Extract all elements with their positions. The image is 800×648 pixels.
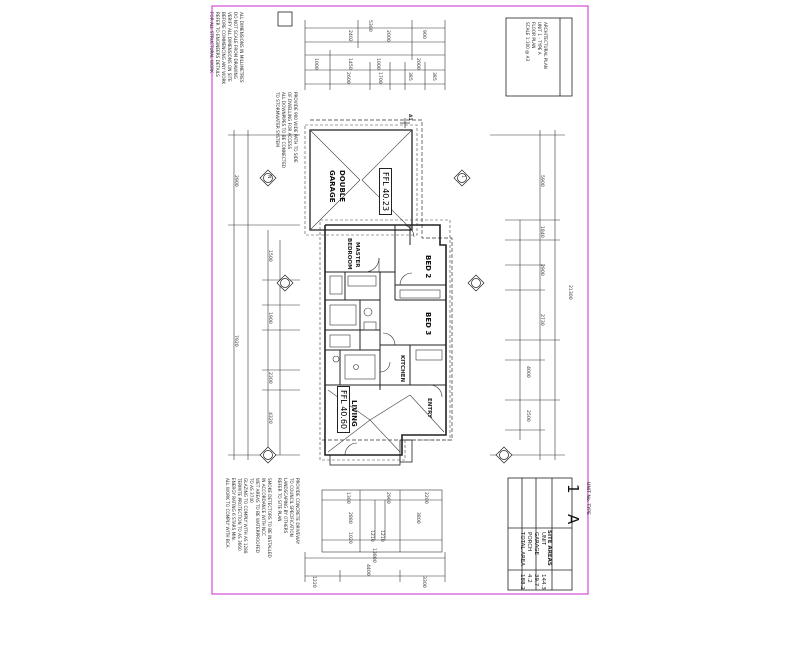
a1-marker — [400, 118, 410, 128]
schedule-row-total-value: 188.2 — [519, 574, 525, 590]
bottom-dim-row3-b: 1210 — [369, 530, 374, 542]
schedule-row-total-label: TOTAL AREA — [519, 532, 525, 567]
notes-top-left: ALL DIMENSIONS IN MILLIMETRES DO NOT SCA… — [209, 12, 244, 85]
marker-left-bottom — [259, 446, 277, 464]
north-point-label: N — [266, 175, 271, 179]
right-dim-d: 2730 — [539, 314, 544, 326]
marker-right-mid — [467, 274, 485, 292]
schedule-row-porch-value: 4.2 — [526, 574, 532, 583]
notes-bottom-left: SMOKE DETECTORS TO BE INSTALLED IN ACCOR… — [225, 478, 272, 558]
notes-bottom-center: PROVIDE CONCRETE DRIVEWAY TO COUNCIL SPE… — [277, 478, 300, 545]
garage-dashed-eave — [304, 124, 418, 236]
area-schedule-frame — [507, 477, 573, 591]
top-total-dimension: 5300 — [367, 20, 372, 32]
marker-right-bottom — [495, 446, 513, 464]
room-label-bed3: BED 3 — [424, 312, 432, 336]
bottom-outer-a: 1220 — [311, 576, 316, 588]
right-dim-c: 2900 — [539, 264, 544, 276]
schedule-row-garage-label: GARAGE — [533, 532, 539, 556]
top-dim-row2-b: 1450 — [347, 58, 352, 70]
bottom-dim-row2-a: 2880 — [347, 512, 352, 524]
left-dim-e: 2300 — [267, 372, 272, 384]
room-label-bed2: BED 2 — [424, 255, 432, 279]
notes-frame-top — [277, 11, 293, 27]
left-dim-d: 1900 — [267, 312, 272, 324]
right-dim-e: 4000 — [525, 366, 530, 378]
property-boundary — [310, 119, 453, 441]
left-dim-b: 7920 — [233, 335, 238, 347]
bottom-dim-row3-c: 1210 — [379, 530, 384, 542]
room-label-living: LIVING — [350, 400, 358, 427]
room-label-garage-line1: DOUBLE — [338, 170, 346, 203]
notes-top-center: PROVIDE 900 WIDE PATH TO SIDE OF DWELLIN… — [275, 92, 298, 169]
bottom-outer-b: 4400 — [365, 564, 370, 576]
schedule-row-porch-label: PORCH — [526, 532, 532, 552]
marker-right-top — [453, 169, 471, 187]
bottom-dim-row2-b: 3800 — [415, 512, 420, 524]
top-dim-row2-d: 2000 — [415, 58, 420, 70]
left-dim-f: 4320 — [267, 412, 272, 424]
top-dim-row3-c: 385 — [407, 72, 412, 81]
top-dim-row3-b: 1700 — [377, 72, 382, 84]
title-block-frame — [505, 17, 573, 97]
garage-roof-lines — [309, 129, 413, 231]
living-roof-lines — [327, 389, 445, 453]
right-dim-f: 2500 — [525, 410, 530, 422]
right-dim-b: 1840 — [539, 226, 544, 238]
sheet-border — [211, 5, 589, 595]
left-dimension-strings — [228, 130, 300, 460]
right-dimension-strings — [490, 130, 565, 460]
schedule-unit-number: 1 — [564, 484, 582, 494]
section-markers — [259, 169, 513, 464]
section-number-label: 1 — [460, 175, 465, 178]
door-swings — [344, 224, 443, 456]
top-dim-row1-a: 2402 — [347, 30, 352, 42]
top-dim-row1-c: 900 — [421, 30, 426, 39]
schedule-row-unit-label: UNIT — [540, 532, 546, 546]
bottom-dim-row1-b: 2960 — [385, 492, 390, 504]
a1-marker-label: A1 — [407, 114, 412, 121]
right-total-dimension: 21300 — [567, 285, 572, 300]
internal-walls — [325, 225, 446, 390]
marker-left-top — [259, 169, 277, 187]
drawing-sheet: DOUBLE GARAGE FFL 40.23 MASTER BEDROOM B… — [209, 5, 590, 595]
room-label-master-line2: BEDROOM — [346, 238, 352, 270]
bottom-total-dimension: 13800 — [371, 548, 376, 563]
room-label-garage-line2: GARAGE — [328, 170, 336, 203]
top-dim-row1-b: 2000 — [385, 30, 390, 42]
top-dim-row3-a: 2600 — [345, 72, 350, 84]
garage-floor-level: FFL 40.23 — [379, 168, 392, 216]
bottom-dim-row3-a: 1020 — [347, 532, 352, 544]
schedule-row-garage-value: 39.7 — [533, 574, 539, 587]
bottom-dim-row1-c: 2200 — [423, 492, 428, 504]
top-dim-row3-d: 385 — [431, 72, 436, 81]
left-dim-c: 1500 — [267, 250, 272, 262]
bottom-dimension-strings — [304, 489, 446, 582]
top-dim-row2-c: 1000 — [375, 58, 380, 70]
schedule-row-unit-value: 144.3 — [540, 574, 546, 590]
schedule-title: SITE AREAS — [546, 530, 552, 566]
bottom-dim-row1-a: 1300 — [345, 492, 350, 504]
fixtures — [329, 275, 443, 380]
floor-plan-linework — [211, 5, 589, 595]
top-dim-row2-a: 1000 — [313, 58, 318, 70]
schedule-meta: UNIT No. TYPE — [585, 482, 590, 515]
room-label-kitchen: KITCHEN — [399, 355, 405, 383]
room-label-entry: ENTRY — [426, 398, 432, 419]
schedule-unit-letter: A — [564, 514, 582, 525]
marker-left-mid — [276, 274, 294, 292]
bottom-outer-c: 3300 — [421, 576, 426, 588]
house-floor-level: FFL 40.60 — [337, 386, 350, 434]
porch — [329, 439, 413, 466]
top-dimension-strings — [304, 20, 446, 90]
title-block-text: ARCHITECTURAL PLAN UNIT 1 - TYPE A FLOOR… — [525, 22, 548, 69]
room-label-master-line1: MASTER — [354, 242, 360, 268]
